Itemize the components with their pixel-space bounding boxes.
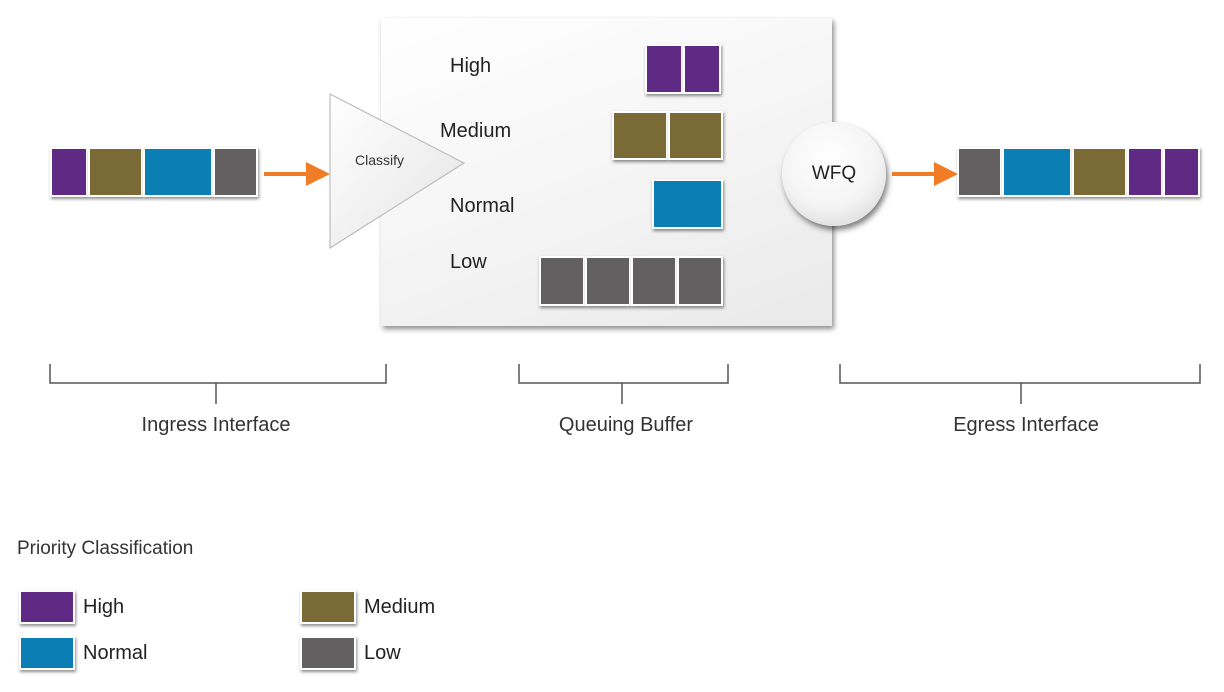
queue-high-packet <box>683 44 721 94</box>
queue-label-normal: Normal <box>450 195 515 217</box>
egress-packet-high <box>1163 147 1200 197</box>
legend-swatch-low <box>300 636 356 670</box>
queue-normal-packet <box>652 179 723 229</box>
wfq-label: WFQ <box>811 163 857 184</box>
legend-label-low: Low <box>364 641 401 664</box>
buffer-bracket <box>518 364 729 404</box>
legend-title: Priority Classification <box>17 538 194 559</box>
legend-item-medium: Medium <box>300 590 435 624</box>
egress-packet-low <box>957 147 1002 197</box>
egress-packet-high <box>1127 147 1163 197</box>
ingress-packet-normal <box>143 147 213 197</box>
egress-bracket <box>839 364 1201 404</box>
legend-swatch-high <box>19 590 75 624</box>
legend-label-normal: Normal <box>83 641 148 664</box>
section-label-ingress: Ingress Interface <box>141 414 291 436</box>
queue-label-high: High <box>450 55 492 77</box>
ingress-packet-medium <box>88 147 143 197</box>
legend-item-low: Low <box>300 636 401 670</box>
queue-low-packet <box>539 256 585 306</box>
wfq-scheduler: WFQ <box>782 122 886 226</box>
ingress-packet-low <box>213 147 258 197</box>
section-label-buffer: Queuing Buffer <box>558 414 694 436</box>
legend-swatch-normal <box>19 636 75 670</box>
legend-item-normal: Normal <box>19 636 147 670</box>
queue-high-packet <box>645 44 683 94</box>
egress-packet-normal <box>1002 147 1072 197</box>
legend-label-high: High <box>83 595 125 618</box>
classifier-triangle <box>329 93 466 250</box>
queue-low-packet <box>677 256 723 306</box>
section-label-egress: Egress Interface <box>953 414 1099 436</box>
queue-low-packet <box>585 256 631 306</box>
ingress-bracket <box>49 364 387 404</box>
legend-item-high: High <box>19 590 124 624</box>
queue-label-low: Low <box>450 251 487 273</box>
classify-label: Classify <box>355 152 405 168</box>
queue-medium-packet <box>668 111 723 160</box>
legend-label-medium: Medium <box>364 595 436 618</box>
queue-medium-packet <box>612 111 668 160</box>
egress-packet-medium <box>1072 147 1127 197</box>
ingress-packet-high <box>50 147 88 197</box>
queue-label-medium: Medium <box>440 120 512 142</box>
queue-low-packet <box>631 256 677 306</box>
legend-swatch-medium <box>300 590 356 624</box>
